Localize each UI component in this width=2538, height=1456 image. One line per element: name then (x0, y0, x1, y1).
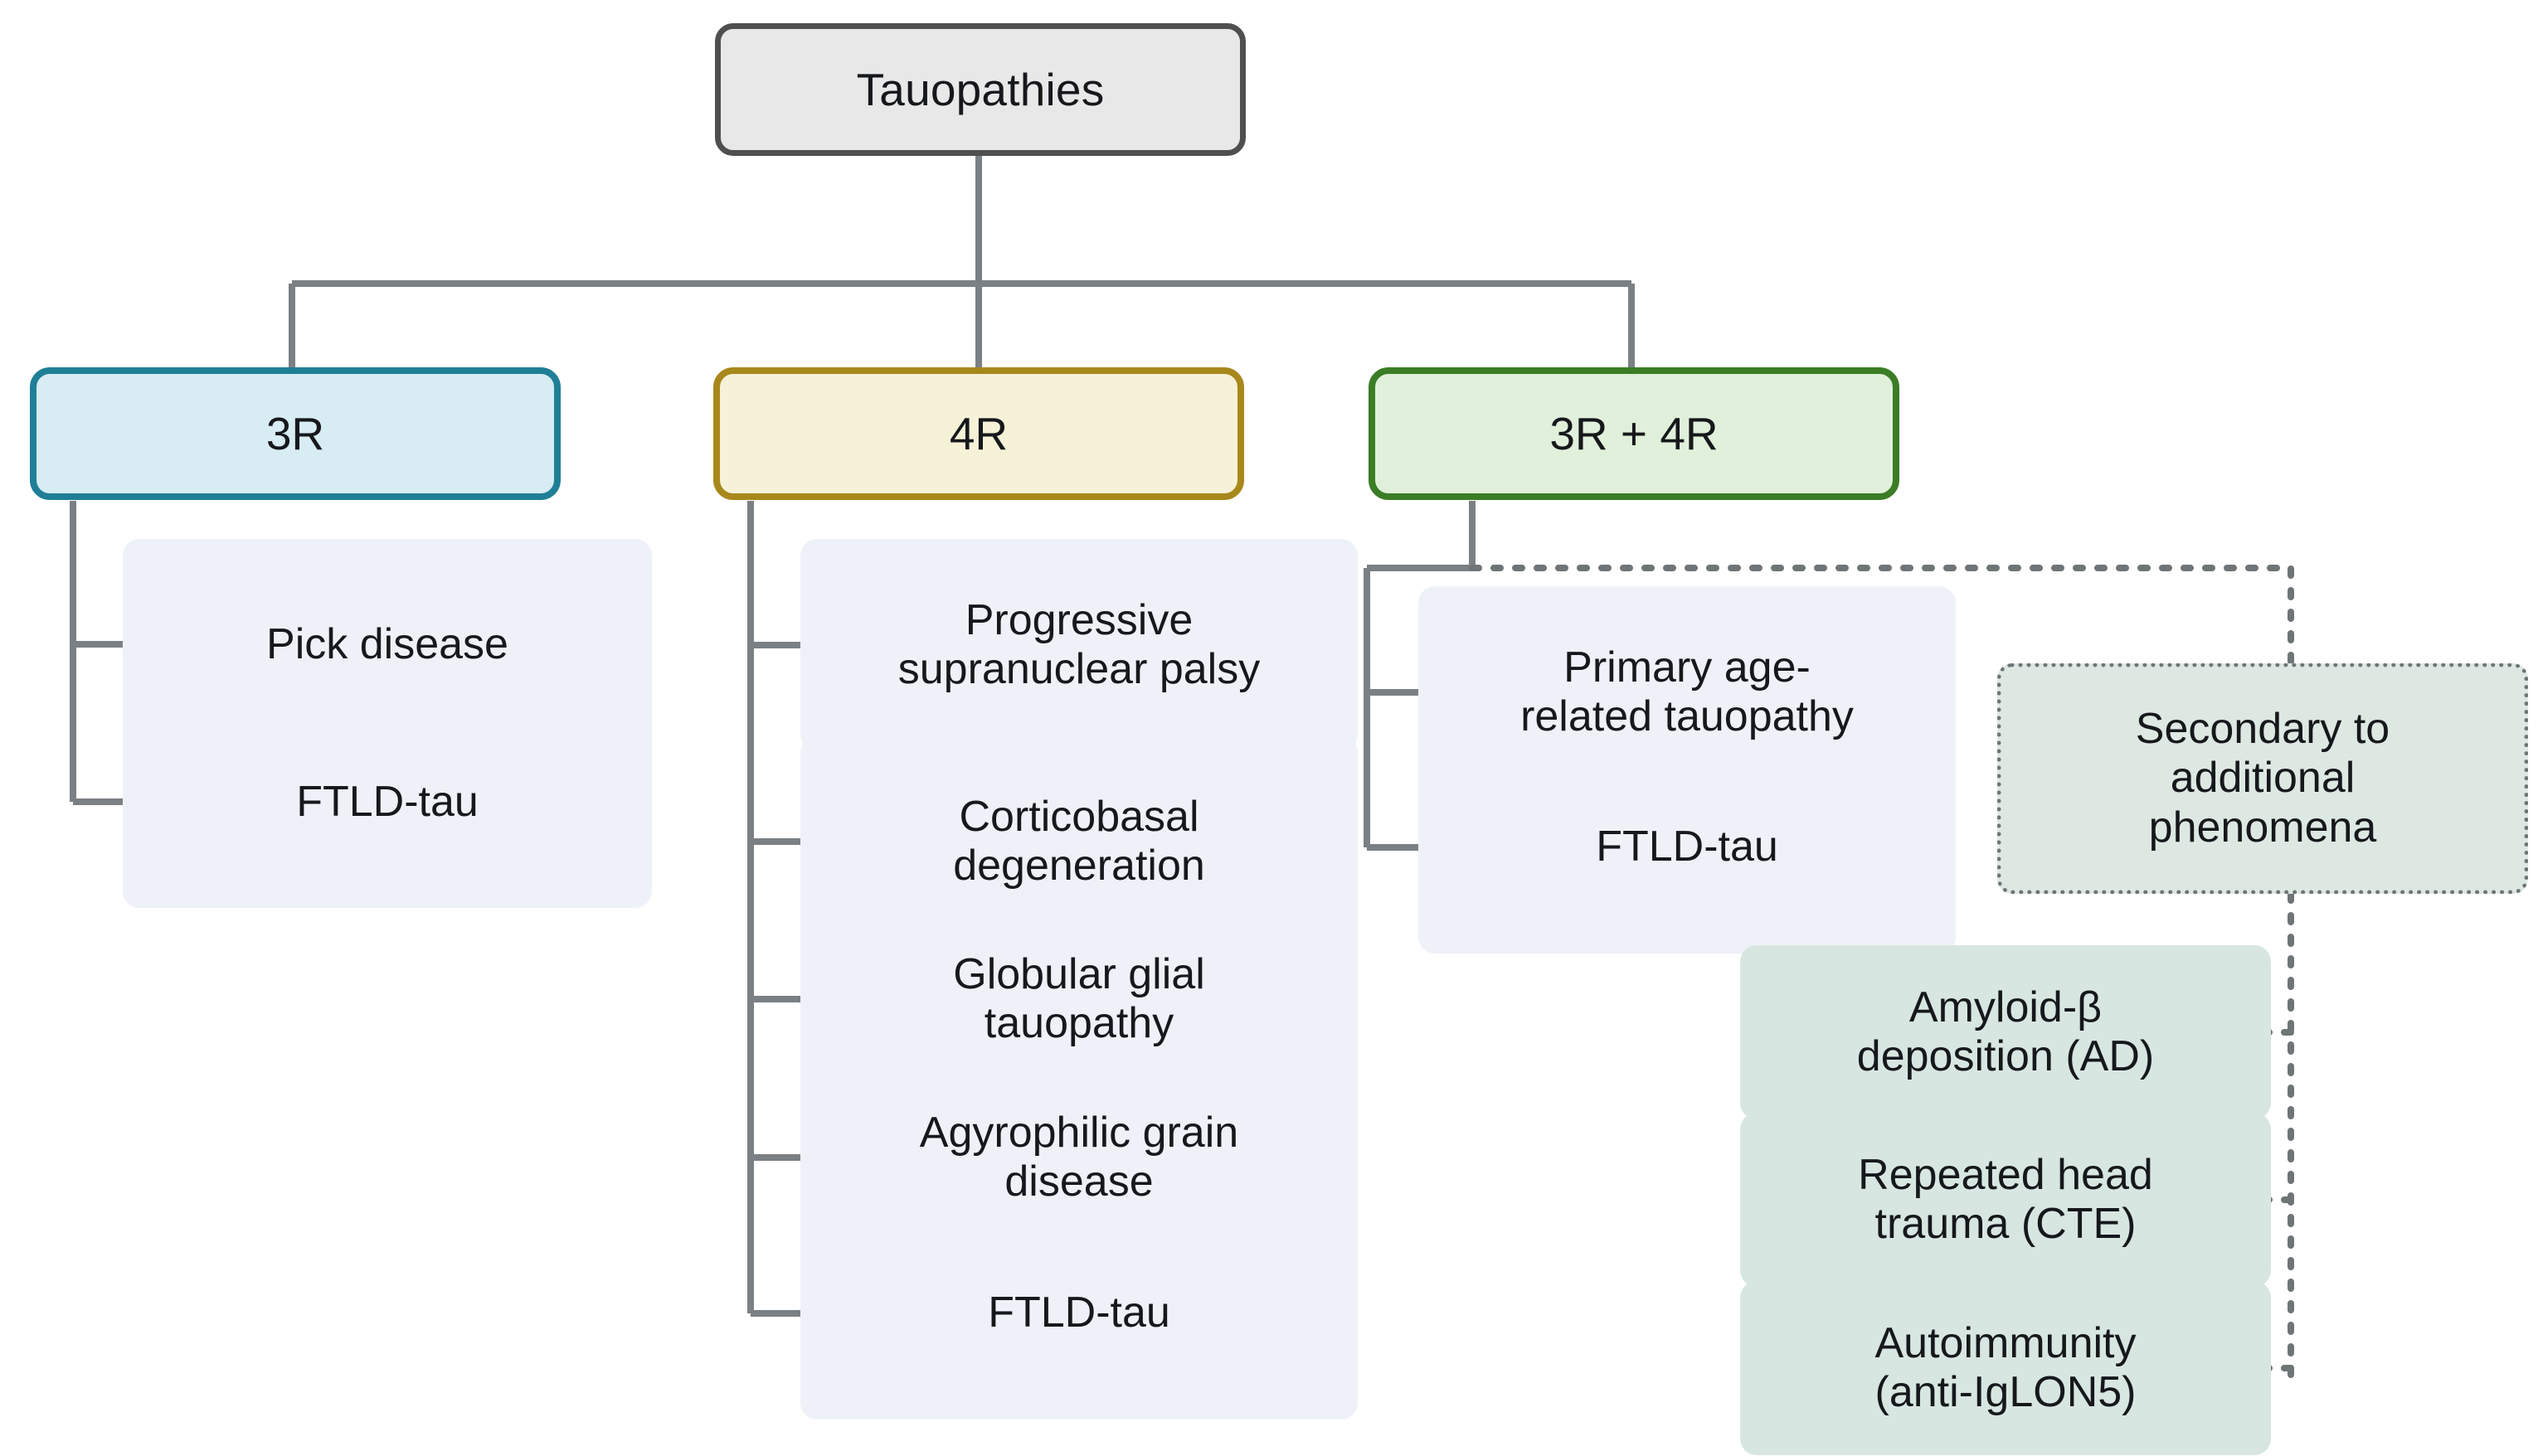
node-3r-child-ftld-tau[interactable]: FTLD-tau (123, 696, 652, 908)
node-secondary-item-0-label: Amyloid-β deposition (AD) (1856, 983, 2155, 1080)
node-root[interactable]: Tauopathies (715, 23, 1246, 156)
node-secondary-item-1-label: Repeated head trauma (CTE) (1858, 1150, 2153, 1248)
node-4r-child-0-label: Progressive supranuclear palsy (897, 595, 1261, 693)
node-category-3r4r-label: 3R + 4R (1549, 407, 1719, 459)
node-4r-child-progressive-supranuclear-palsy[interactable]: Progressive supranuclear palsy (800, 539, 1358, 751)
node-category-4r[interactable]: 4R (713, 367, 1244, 500)
node-secondary-item-amyloid-beta-deposition[interactable]: Amyloid-β deposition (AD) (1740, 945, 2271, 1119)
node-4r-child-4-label: FTLD-tau (988, 1289, 1170, 1337)
node-category-3r-label: 3R (265, 407, 325, 459)
node-category-3r4r[interactable]: 3R + 4R (1369, 367, 1899, 500)
node-3r4r-child-0-label: Primary age- related tauopathy (1520, 643, 1854, 740)
node-3r-child-0-label: Pick disease (266, 619, 508, 668)
node-secondary-header[interactable]: Secondary to additional phenomena (1997, 663, 2528, 894)
node-3r4r-child-1-label: FTLD-tau (1596, 823, 1778, 871)
node-category-4r-label: 4R (949, 407, 1009, 459)
node-category-3r[interactable]: 3R (30, 367, 561, 500)
node-4r-child-1-label: Corticobasal degeneration (953, 792, 1205, 890)
node-4r-child-ftld-tau[interactable]: FTLD-tau (800, 1207, 1358, 1420)
node-secondary-header-label: Secondary to additional phenomena (2135, 705, 2390, 852)
node-secondary-item-2-label: Autoimmunity (anti-IgLON5) (1874, 1318, 2137, 1416)
node-4r-child-3-label: Agyrophilic grain disease (919, 1108, 1239, 1206)
node-3r4r-child-ftld-tau[interactable]: FTLD-tau (1418, 741, 1956, 954)
node-secondary-item-autoimmunity-anti-iglon5[interactable]: Autoimmunity (anti-IgLON5) (1740, 1281, 2271, 1455)
node-root-label: Tauopathies (856, 63, 1105, 115)
node-secondary-item-repeated-head-trauma[interactable]: Repeated head trauma (CTE) (1740, 1113, 2271, 1287)
node-3r-child-1-label: FTLD-tau (296, 777, 479, 826)
node-4r-child-2-label: Globular glial tauopathy (953, 949, 1205, 1047)
